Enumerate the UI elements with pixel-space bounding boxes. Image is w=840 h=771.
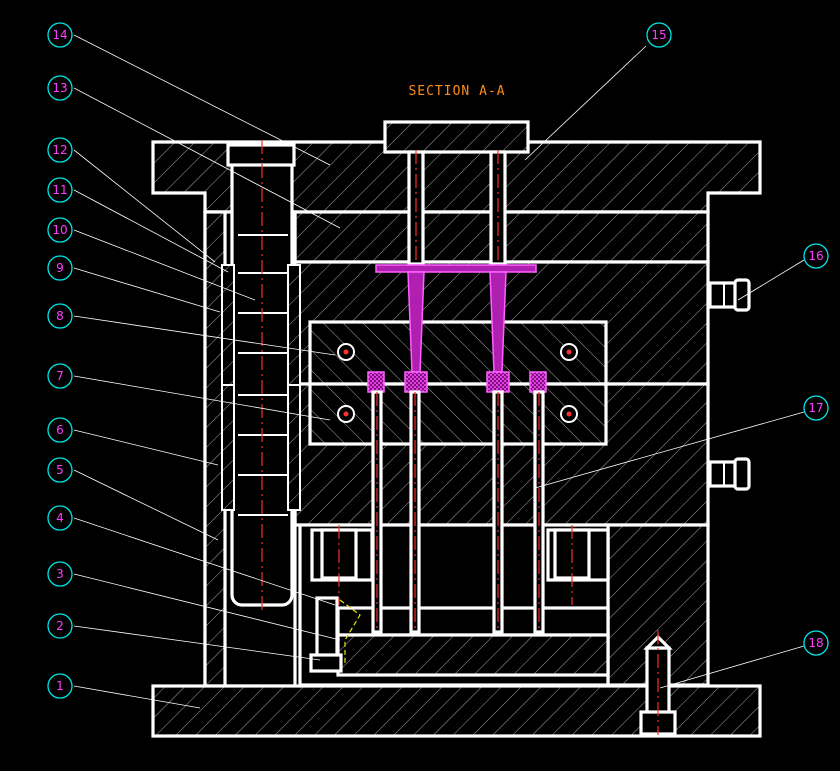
- guide-bushing-upper-right: [287, 264, 301, 386]
- core-insert: [308, 382, 608, 446]
- svg-text:4: 4: [56, 511, 64, 525]
- cooling-holes: [337, 343, 578, 423]
- callout-13: 13: [47, 75, 73, 101]
- side-latch-lower: [708, 457, 751, 491]
- callout-3: 3: [47, 561, 73, 587]
- svg-text:3: 3: [56, 567, 64, 581]
- callout-5: 5: [47, 457, 73, 483]
- svg-text:5: 5: [56, 463, 64, 477]
- callout-12: 12: [47, 137, 73, 163]
- svg-text:18: 18: [808, 636, 823, 650]
- leader-lines: [73, 34, 805, 709]
- svg-text:10: 10: [52, 223, 67, 237]
- gate-1: [367, 371, 385, 393]
- svg-text:13: 13: [52, 81, 67, 95]
- callout-4: 4: [47, 505, 73, 531]
- ejector-plate: [336, 633, 610, 677]
- guide-pillar-segments: [238, 234, 288, 516]
- callout-17: 17: [803, 395, 829, 421]
- callout-16: 16: [803, 243, 829, 269]
- svg-text:12: 12: [52, 143, 67, 157]
- guide-bushing-lower-right: [287, 384, 301, 511]
- callout-11: 11: [47, 177, 73, 203]
- svg-text:6: 6: [56, 423, 64, 437]
- gate-3: [486, 371, 510, 393]
- callout-14: 14: [47, 22, 73, 48]
- svg-text:14: 14: [52, 28, 67, 42]
- section-title: SECTION A-A: [408, 84, 505, 99]
- callout-18: 18: [803, 630, 829, 656]
- svg-text:2: 2: [56, 619, 64, 633]
- svg-text:8: 8: [56, 309, 64, 323]
- gate-2: [404, 371, 428, 393]
- guide-bushing-upper: [221, 264, 235, 386]
- sprue-bushing-head: [383, 120, 530, 154]
- callout-2: 2: [47, 613, 73, 639]
- callout-1: 1: [47, 673, 73, 699]
- callout-8: 8: [47, 303, 73, 329]
- callout-10: 10: [47, 217, 73, 243]
- runner-horizontal: [375, 264, 537, 273]
- guide-bushing-lower: [221, 384, 235, 511]
- gate-4: [529, 371, 547, 393]
- guide-pillar-head: [226, 143, 296, 167]
- callout-7: 7: [47, 363, 73, 389]
- cavity-insert: [308, 320, 608, 386]
- svg-text:7: 7: [56, 369, 64, 383]
- svg-text:9: 9: [56, 261, 64, 275]
- callout-6: 6: [47, 417, 73, 443]
- svg-text:15: 15: [651, 28, 666, 42]
- ejector-pins: [371, 390, 545, 634]
- svg-text:11: 11: [52, 183, 67, 197]
- hidden-spring-line: [339, 599, 361, 665]
- side-latch-upper: [708, 278, 751, 312]
- ejector-screws: [320, 525, 591, 605]
- stop-bolt-left-head: [309, 653, 343, 673]
- callout-9: 9: [47, 255, 73, 281]
- callout-15: 15: [646, 22, 672, 48]
- svg-text:16: 16: [808, 249, 823, 263]
- svg-text:17: 17: [808, 401, 823, 415]
- svg-text:1: 1: [56, 679, 64, 693]
- sprue-channels: [407, 150, 507, 266]
